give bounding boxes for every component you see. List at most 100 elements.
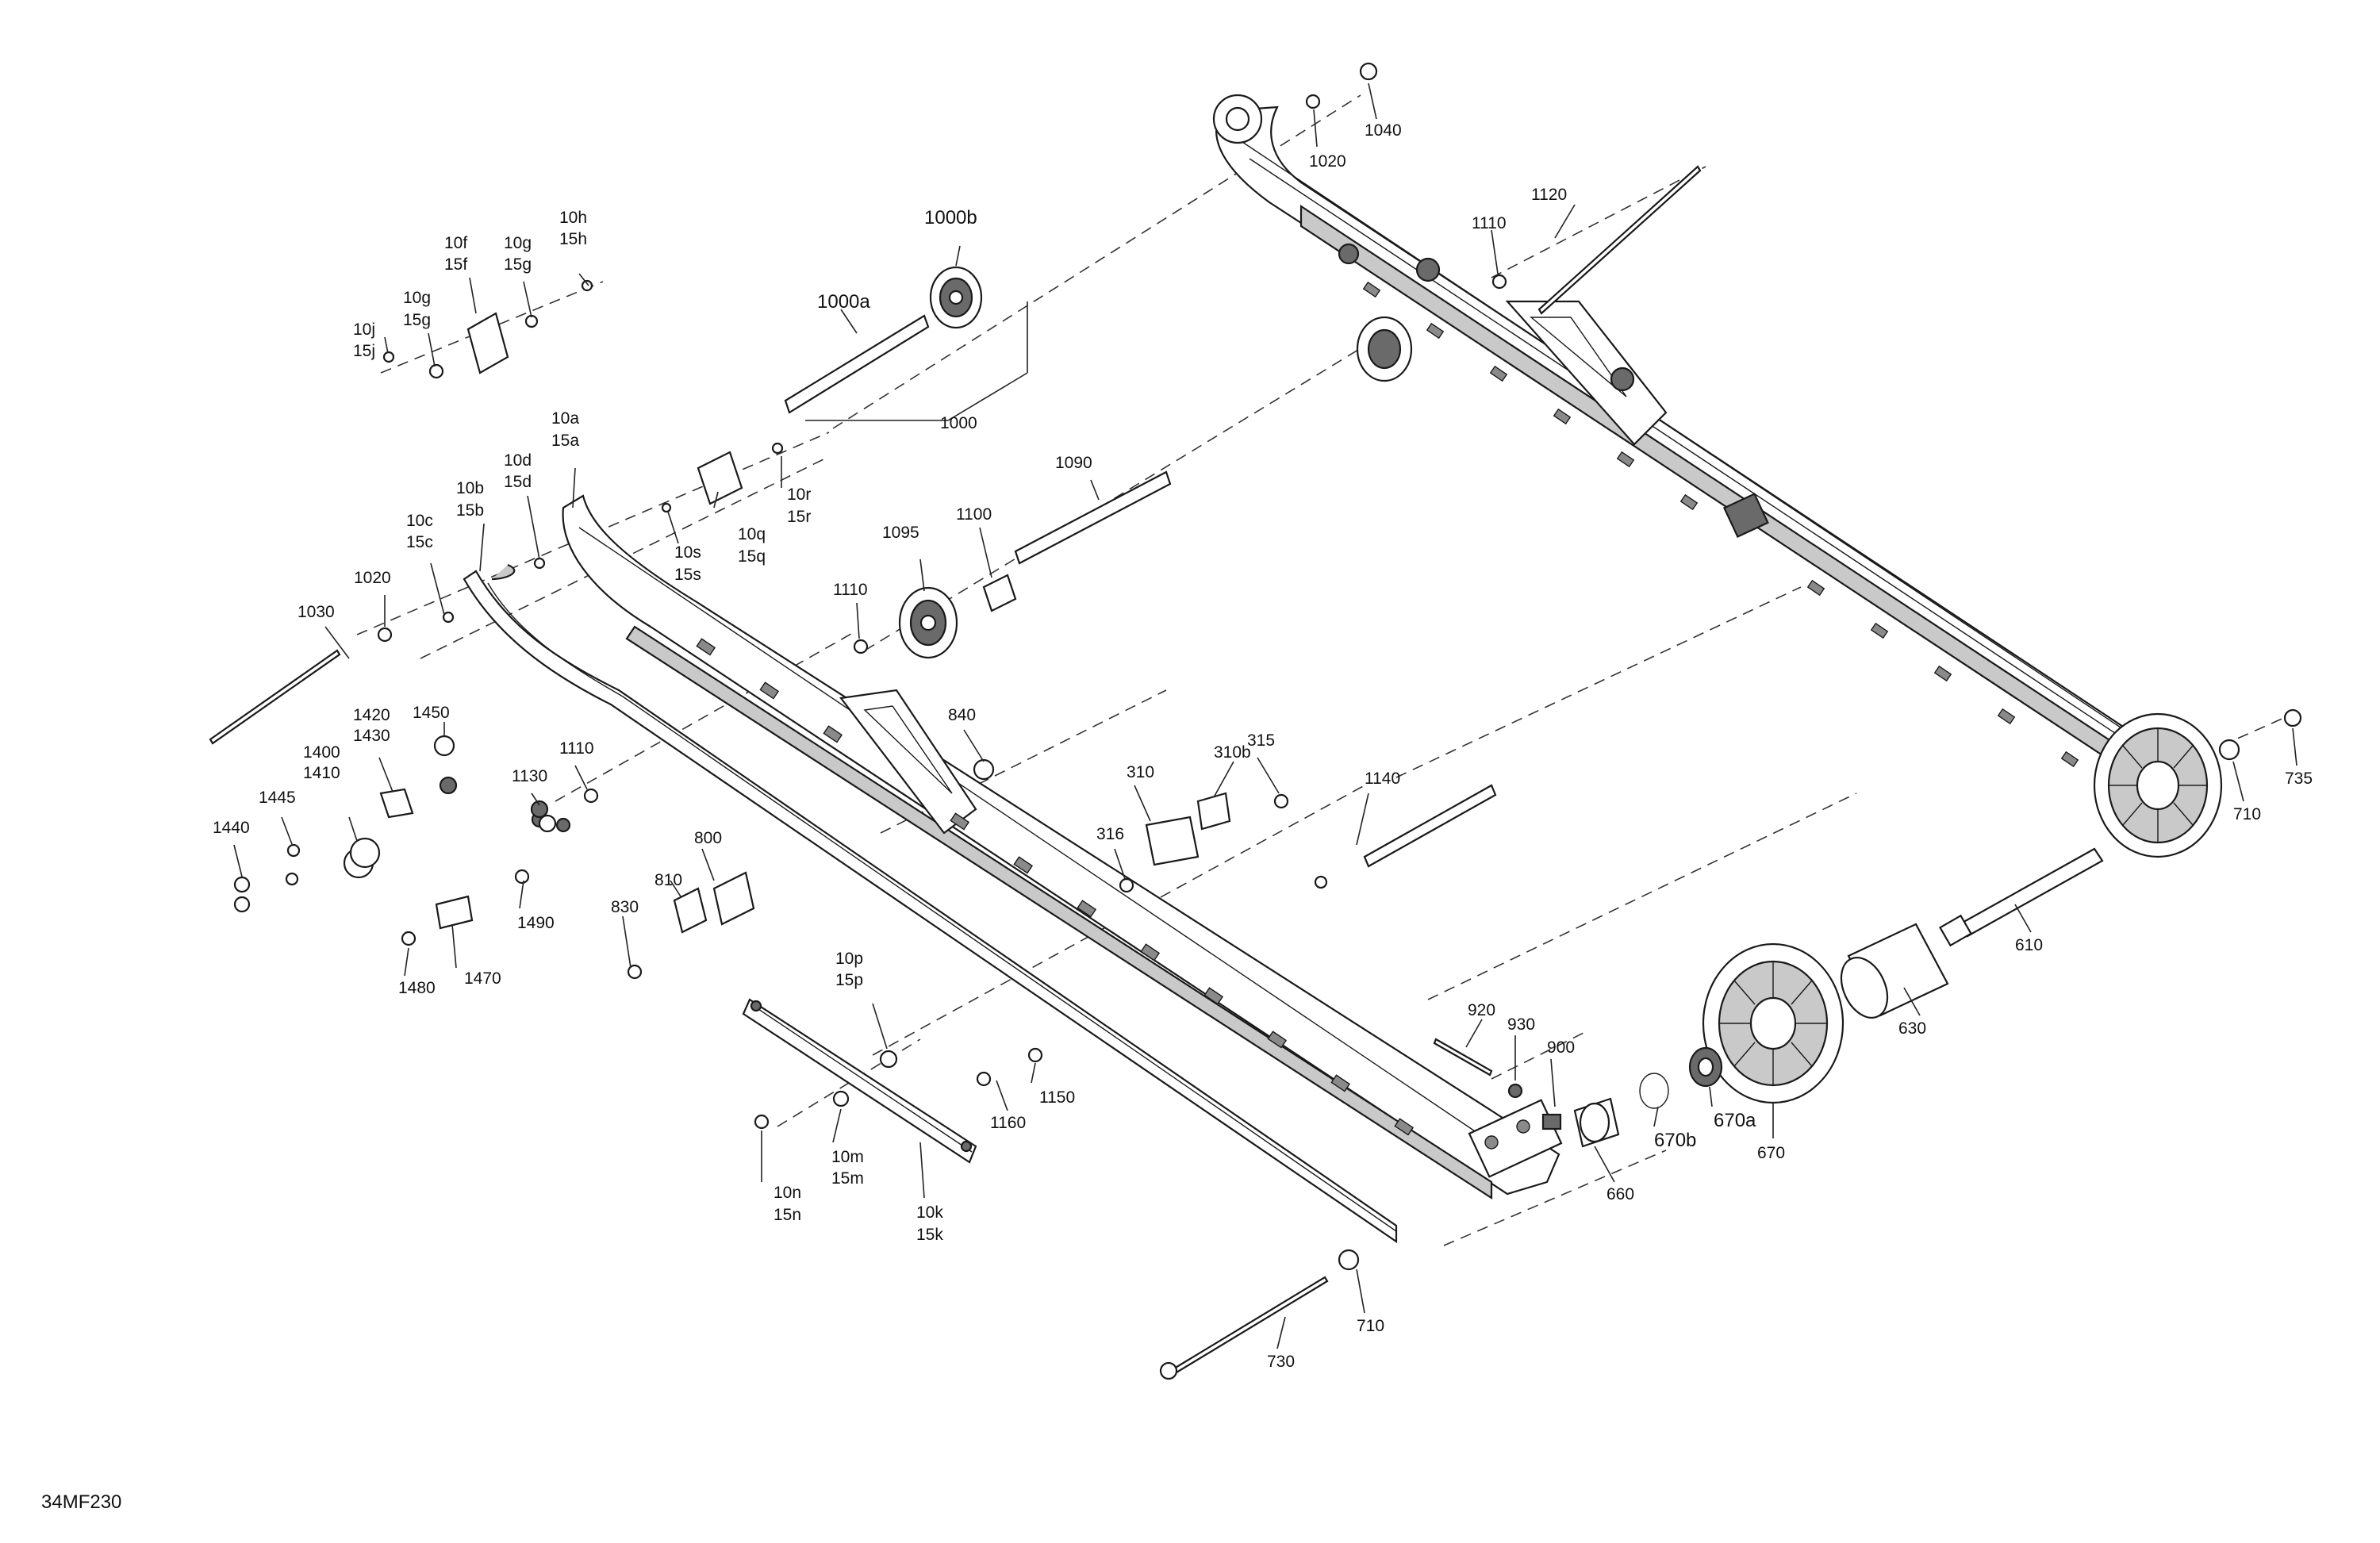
- small-hardware: [343, 312, 1231, 930]
- rear-axle: [1939, 847, 2104, 947]
- label-15s: 15s: [674, 566, 701, 584]
- left-rail-frame: [562, 494, 1563, 1200]
- label-710-right: 710: [2233, 805, 2261, 823]
- label-1110-mid: 1110: [833, 581, 868, 599]
- idler-wheel-rail: [1356, 316, 1413, 382]
- label-316: 316: [1096, 825, 1124, 843]
- label-900: 900: [1547, 1038, 1575, 1057]
- label-10g-a: 10g: [504, 234, 532, 252]
- label-830: 830: [611, 898, 639, 916]
- label-10r: 10r: [787, 486, 811, 504]
- label-10b: 10b: [456, 479, 484, 497]
- label-1490: 1490: [517, 914, 555, 932]
- label-10k: 10k: [916, 1203, 943, 1222]
- label-10p: 10p: [835, 950, 863, 968]
- label-1020-top: 1020: [1309, 152, 1346, 171]
- label-15a: 15a: [551, 432, 579, 450]
- label-930: 930: [1507, 1015, 1535, 1034]
- part-labels: 1040 1020 1120 1110 1000b 1000a 1000 10h…: [213, 121, 2313, 1371]
- label-1430: 1430: [353, 727, 390, 745]
- label-1470: 1470: [464, 969, 501, 988]
- label-1160: 1160: [990, 1114, 1026, 1132]
- label-1140: 1140: [1365, 770, 1400, 788]
- label-15b: 15b: [456, 501, 484, 520]
- label-310: 310: [1127, 763, 1154, 781]
- axle-spacer-tube: [1840, 923, 1949, 1019]
- label-1040: 1040: [1365, 121, 1402, 140]
- label-730: 730: [1267, 1353, 1295, 1371]
- label-15f: 15f: [444, 255, 467, 274]
- leader-lines: [233, 83, 2297, 1349]
- label-1480: 1480: [398, 979, 436, 997]
- label-10j: 10j: [353, 320, 375, 339]
- right-rail-frame: [1212, 94, 2159, 784]
- label-15n: 15n: [774, 1206, 801, 1224]
- wheel-bearings: [1507, 1046, 1723, 1148]
- label-15p: 15p: [835, 971, 863, 989]
- label-10a: 10a: [551, 409, 579, 428]
- label-735: 735: [2285, 770, 2313, 788]
- label-15d: 15d: [504, 473, 532, 491]
- label-10h: 10h: [559, 209, 587, 227]
- label-1120: 1120: [1531, 186, 1567, 204]
- rear-wheel-right: [2093, 712, 2223, 858]
- label-1445: 1445: [259, 789, 296, 807]
- label-10f: 10f: [444, 234, 467, 252]
- label-1150: 1150: [1039, 1088, 1075, 1107]
- slider-wear-strip: [463, 563, 1398, 1244]
- label-10n: 10n: [774, 1184, 801, 1202]
- label-610: 610: [2015, 936, 2043, 954]
- label-1440: 1440: [213, 819, 250, 837]
- right-rail-holes: [1362, 281, 2079, 768]
- label-810: 810: [654, 871, 682, 889]
- label-1090: 1090: [1055, 454, 1092, 472]
- anti-stabber-bar: [742, 998, 977, 1164]
- figure-code: 34MF230: [41, 1491, 122, 1513]
- label-1410: 1410: [303, 764, 340, 782]
- idler-wheel-upper: [929, 266, 983, 329]
- label-800: 800: [694, 829, 722, 847]
- label-1400: 1400: [303, 743, 340, 762]
- label-315: 315: [1247, 731, 1275, 750]
- label-15c: 15c: [406, 533, 433, 551]
- shafts: [209, 165, 1702, 1380]
- label-1020-left: 1020: [354, 569, 391, 587]
- rear-wheel-left: [1702, 942, 1844, 1104]
- label-1110-top: 1110: [1472, 214, 1507, 232]
- label-1030: 1030: [298, 603, 335, 621]
- label-15r: 15r: [787, 508, 811, 526]
- label-630: 630: [1898, 1019, 1926, 1038]
- label-670a: 670a: [1714, 1110, 1756, 1131]
- label-10g-b: 10g: [403, 289, 431, 307]
- label-1000a: 1000a: [817, 291, 870, 313]
- label-1100: 1100: [956, 505, 992, 524]
- label-15g-a: 15g: [504, 255, 532, 274]
- label-15j: 15j: [353, 342, 375, 360]
- label-10c: 10c: [406, 512, 433, 530]
- label-710-low: 710: [1357, 1317, 1384, 1335]
- label-1000b: 1000b: [924, 207, 977, 228]
- label-15h: 15h: [559, 230, 587, 248]
- idler-wheel-mid: [898, 586, 958, 659]
- label-310b: 310b: [1214, 743, 1251, 762]
- left-rail-holes: [696, 638, 1415, 1136]
- label-10q: 10q: [738, 525, 766, 543]
- label-15q: 15q: [738, 547, 766, 566]
- label-1130: 1130: [512, 767, 547, 785]
- label-1420: 1420: [353, 706, 390, 724]
- label-10m: 10m: [831, 1148, 864, 1166]
- label-670: 670: [1757, 1144, 1785, 1162]
- label-1000: 1000: [940, 414, 977, 432]
- label-10s: 10s: [674, 543, 701, 562]
- label-670b: 670b: [1654, 1130, 1696, 1151]
- label-15k: 15k: [916, 1226, 943, 1244]
- label-15m: 15m: [831, 1169, 864, 1188]
- label-840: 840: [948, 706, 976, 724]
- label-1095: 1095: [882, 524, 919, 542]
- label-660: 660: [1606, 1185, 1634, 1203]
- label-1450: 1450: [413, 704, 450, 722]
- washers-and-fasteners: [233, 62, 2302, 1271]
- label-10d: 10d: [504, 451, 532, 470]
- label-920: 920: [1468, 1001, 1495, 1019]
